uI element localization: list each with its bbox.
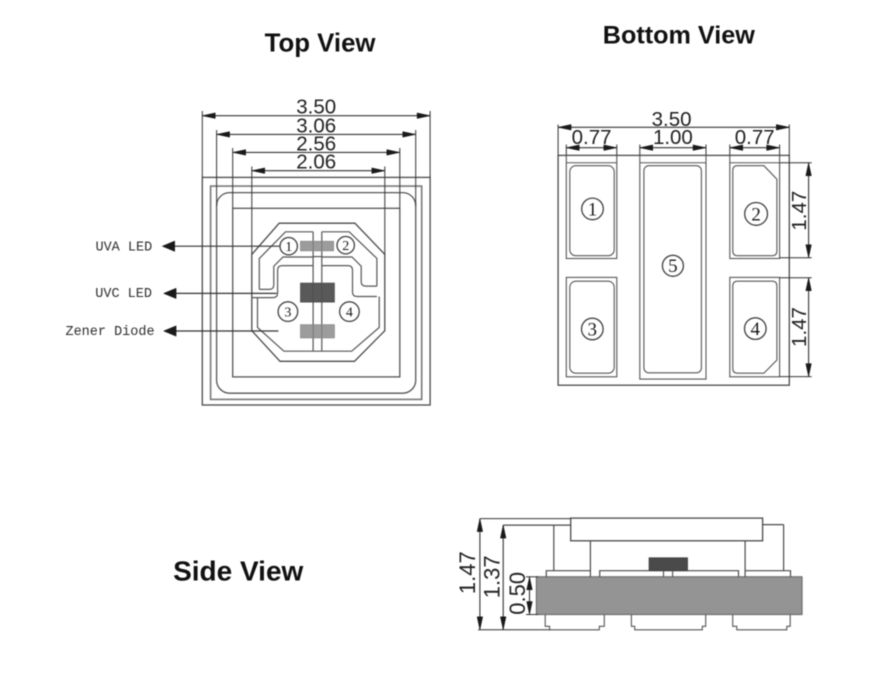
svg-text:0.77: 0.77 (572, 126, 612, 149)
svg-text:2: 2 (342, 239, 349, 254)
svg-text:3: 3 (284, 305, 291, 320)
svg-text:1.47: 1.47 (788, 307, 811, 347)
svg-text:UVC LED: UVC LED (95, 287, 152, 302)
svg-text:4: 4 (346, 305, 353, 320)
svg-text:2.56: 2.56 (296, 132, 336, 155)
svg-text:Bottom View: Bottom View (603, 22, 755, 50)
svg-text:1.37: 1.37 (479, 555, 504, 598)
svg-text:Side View: Side View (173, 556, 303, 587)
svg-text:4: 4 (751, 319, 761, 340)
svg-text:0.77: 0.77 (735, 126, 775, 149)
svg-text:2.06: 2.06 (296, 151, 336, 174)
svg-text:1: 1 (588, 199, 598, 220)
svg-text:3.50: 3.50 (296, 96, 336, 119)
svg-text:Top View: Top View (265, 29, 377, 57)
svg-text:1: 1 (285, 240, 292, 255)
svg-text:1.47: 1.47 (788, 191, 811, 231)
svg-text:2: 2 (751, 204, 761, 225)
svg-text:3: 3 (588, 319, 598, 340)
svg-text:0.50: 0.50 (505, 572, 530, 615)
svg-text:UVA LED: UVA LED (95, 241, 152, 256)
svg-text:1.47: 1.47 (455, 551, 480, 594)
svg-text:5: 5 (668, 256, 678, 277)
svg-text:3.50: 3.50 (652, 108, 692, 131)
svg-text:Zener Diode: Zener Diode (65, 325, 154, 340)
svg-text:1.00: 1.00 (653, 126, 693, 149)
svg-text:3.06: 3.06 (296, 114, 336, 137)
